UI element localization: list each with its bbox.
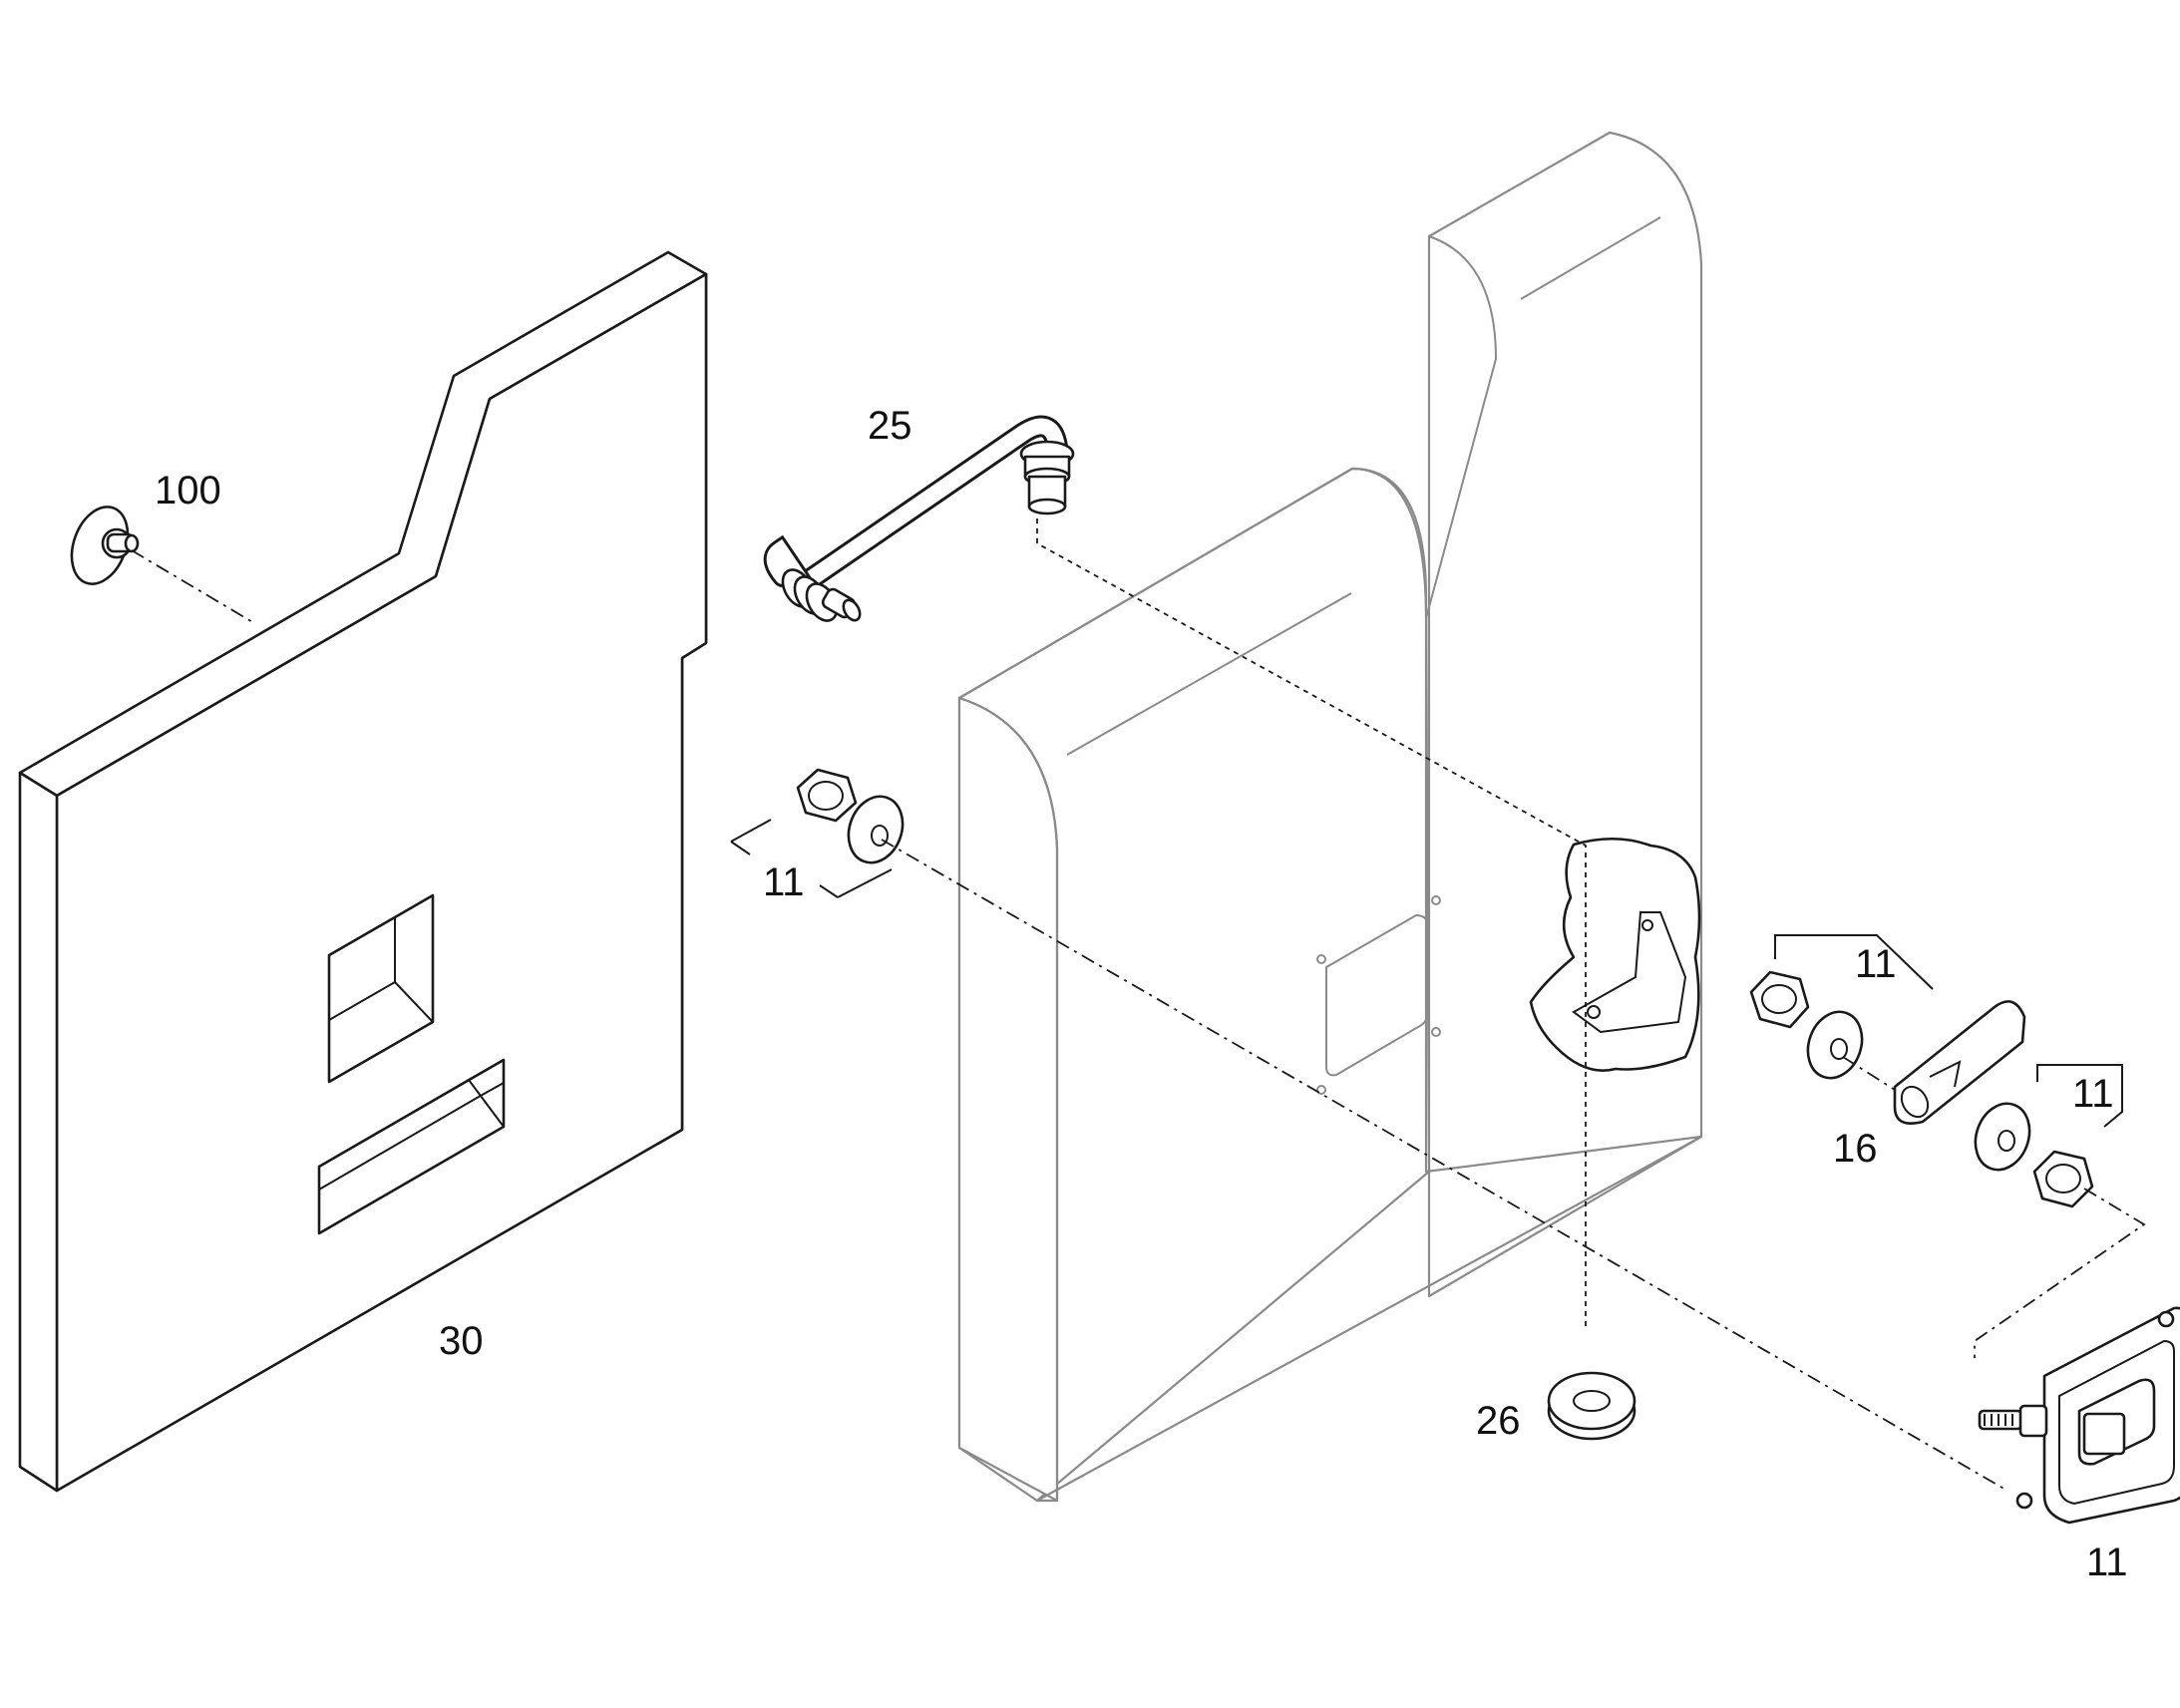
nut-and-washer-right-mid <box>1974 1064 2123 1208</box>
grommet <box>1547 1371 1636 1441</box>
nut-and-washer-right-top <box>1749 934 1934 1080</box>
callout-latch: 11 <box>2086 1540 2128 1584</box>
cam-lever <box>1893 1000 2026 1125</box>
inner-bracket-cutaway <box>1529 837 1701 1072</box>
compression-latch <box>1978 1306 2180 1525</box>
callout-panel: 30 <box>439 1319 484 1363</box>
leader-line-right-group <box>1842 1056 2146 1358</box>
nut-and-washer-left <box>730 768 905 898</box>
leader-line-handle <box>1036 518 1587 1331</box>
side-panel <box>18 250 708 1493</box>
leader-line-pin <box>131 549 255 624</box>
callout-nut-washer-left: 11 <box>763 860 805 904</box>
callout-grommet: 26 <box>1476 1399 1521 1443</box>
tube-handle <box>763 415 1075 622</box>
enclosure-housing <box>957 131 1703 1503</box>
callout-handle: 25 <box>868 404 912 448</box>
leader-line-left-nut <box>881 839 2008 1492</box>
callout-nut-washer-right-mid: 11 <box>2072 1072 2114 1116</box>
callout-pin: 100 <box>155 469 221 512</box>
callout-cam: 16 <box>1833 1127 1878 1171</box>
plastic-rivet-pin <box>70 506 140 585</box>
callout-nut-washer-right-top: 11 <box>1855 942 1897 986</box>
